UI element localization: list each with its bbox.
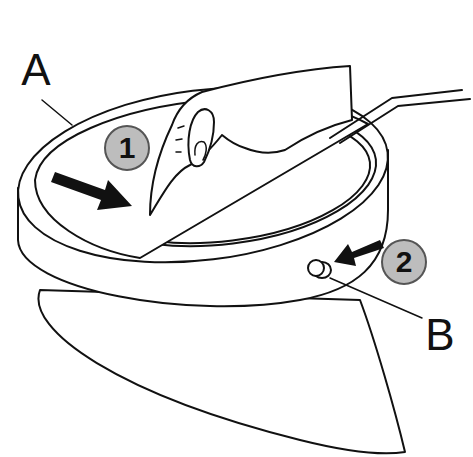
thumb-nail	[195, 142, 206, 160]
knuckle-lines	[176, 126, 184, 152]
appliance-base	[38, 290, 405, 453]
hand	[150, 66, 352, 215]
rod	[340, 99, 470, 143]
button-b	[308, 260, 324, 276]
callout-circle	[105, 126, 149, 170]
callout-number: 2	[396, 247, 413, 277]
arrow-1	[51, 172, 132, 210]
arrow-2	[334, 240, 384, 266]
callout-circle	[382, 240, 426, 284]
callout-number: 1	[119, 133, 136, 163]
part-letter: B	[425, 313, 454, 357]
part-letter: A	[21, 48, 50, 92]
thumb	[188, 109, 214, 166]
leader-line	[42, 100, 72, 125]
